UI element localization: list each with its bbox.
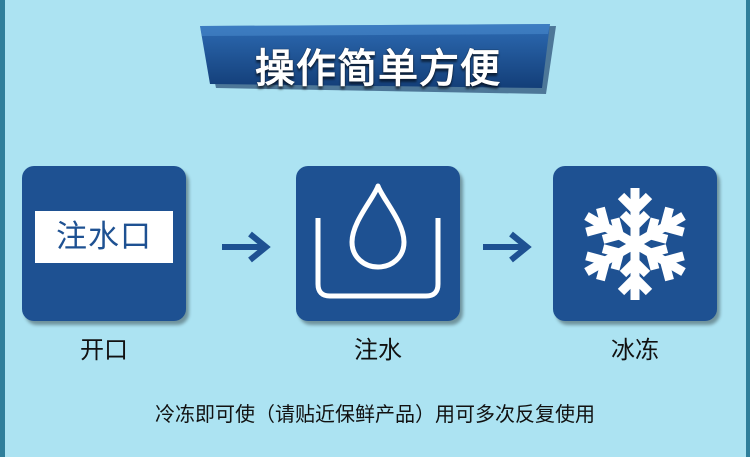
snowflake-icon [553, 188, 717, 321]
step-label-freeze: 冰冻 [611, 336, 659, 364]
step-card-open: 注水口 [22, 166, 186, 321]
banner-shape [200, 24, 556, 94]
title-banner: 操作简单方便 [198, 24, 558, 94]
step-label-fill-water: 注水 [354, 336, 402, 364]
usage-note: 冷冻即可使（请贴近保鲜产品）用可多次反复使用 [155, 402, 595, 426]
water-drop-icon [315, 183, 441, 299]
arrow-right-icon [483, 231, 532, 263]
left-border [0, 0, 5, 457]
step-label-open: 开口 [80, 336, 128, 364]
arrow-right-icon [222, 231, 271, 263]
step-card-fill-water [296, 166, 460, 321]
step-card-freeze [553, 166, 717, 321]
right-border [746, 0, 750, 457]
banner-title: 操作简单方便 [255, 46, 501, 92]
inlet-label: 注水口 [35, 211, 173, 263]
